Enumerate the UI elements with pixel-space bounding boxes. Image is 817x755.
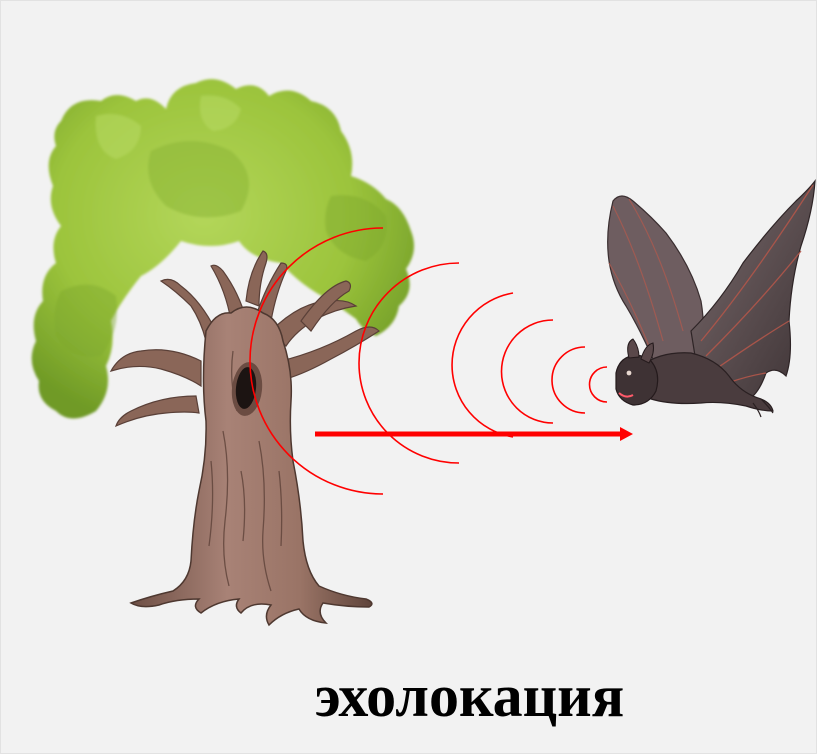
- tree-icon: [31, 79, 415, 627]
- tree-foliage: [31, 79, 415, 419]
- sound-wave-arc-3: [451, 292, 514, 438]
- bat-feet: [752, 398, 774, 418]
- sound-wave-arc-2: [358, 262, 460, 464]
- sound-wave-arc-6: [588, 366, 608, 403]
- bat-body: [639, 352, 774, 412]
- bat-icon: [607, 179, 816, 418]
- bat-head: [615, 338, 659, 406]
- tree-trunk: [129, 306, 373, 627]
- sound-wave-arc-5: [551, 346, 586, 414]
- sound-wave-arcs: [249, 227, 608, 495]
- bat-back-wing: [607, 195, 705, 367]
- arrow-right: [315, 427, 633, 441]
- sound-wave-arc-4: [500, 319, 554, 424]
- caption-title: эхолокация: [314, 663, 625, 729]
- sound-wave-arc-1: [249, 227, 384, 495]
